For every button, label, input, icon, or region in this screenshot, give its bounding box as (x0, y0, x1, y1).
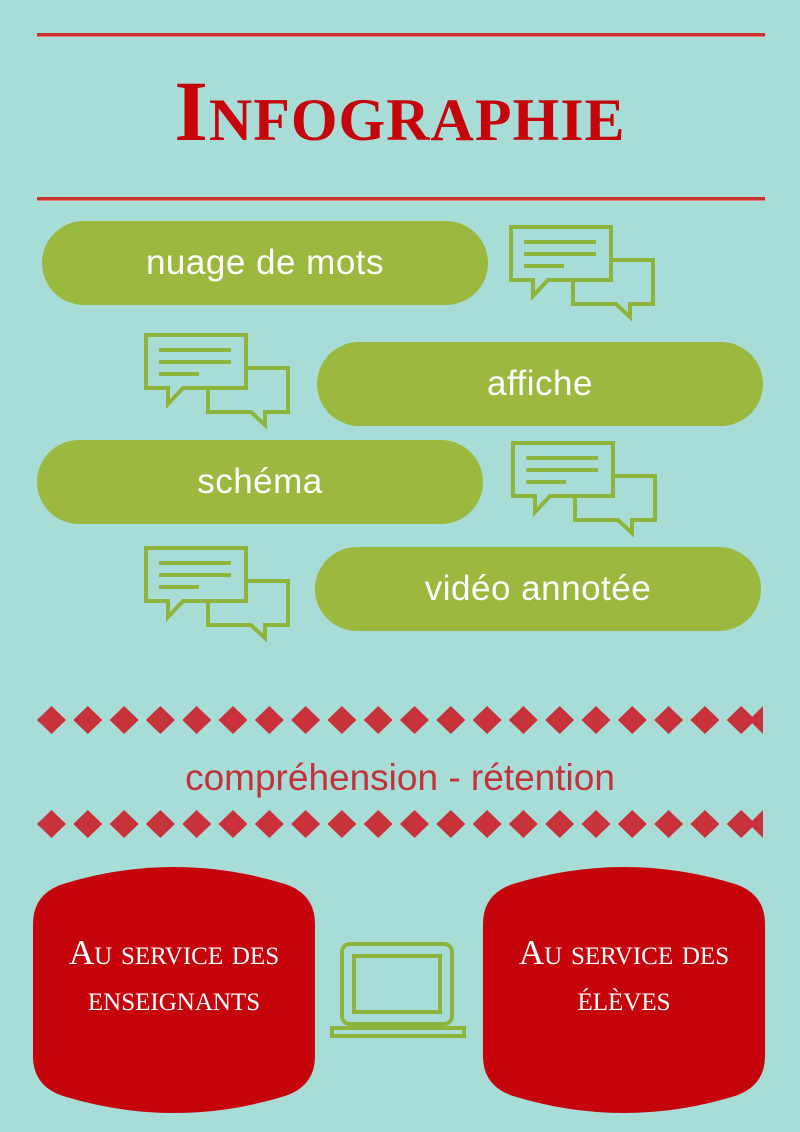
pill-item-2-label: affiche (487, 364, 593, 403)
top-rule (37, 33, 765, 36)
diamond-shape (37, 706, 66, 734)
diamond-shape (73, 706, 103, 734)
page-title: Infographie (174, 63, 626, 159)
diamond-shape (182, 810, 212, 838)
diamond-shape (617, 706, 647, 734)
title-underline-rule (37, 197, 765, 200)
badge-teachers-line2: enseignants (87, 979, 261, 1018)
diamond-shape (545, 810, 575, 838)
diamond-shape (581, 810, 611, 838)
diamond-shape (654, 810, 684, 838)
diamond-shape (254, 706, 284, 734)
speech-bubbles-icon (508, 224, 658, 324)
diamond-shape (291, 706, 321, 734)
badge-students-line1: Au service des (518, 933, 730, 972)
badge-students: Au service des élèves (483, 862, 765, 1118)
diamond-shape (37, 810, 66, 838)
speech-bubbles-icon (510, 440, 660, 540)
speech-bubbles-icon (143, 545, 293, 645)
diamond-shape (508, 706, 538, 734)
diamond-shape (436, 810, 466, 838)
diamond-shape (436, 706, 466, 734)
pill-item-1-label: nuage de mots (145, 243, 385, 282)
diamond-shape (690, 706, 720, 734)
diamond-shape (363, 810, 393, 838)
diamond-shape (145, 706, 175, 734)
diamond-shape (109, 810, 139, 838)
diamond-shape (508, 810, 538, 838)
badge-teachers-line1: Au service des (68, 933, 280, 972)
diamond-border-top (37, 705, 763, 735)
diamond-shape (472, 810, 502, 838)
diamond-shape (400, 706, 429, 734)
diamond-shape (545, 706, 575, 734)
subtitle: compréhension - rétention (185, 757, 615, 798)
speech-bubbles-icon (143, 332, 293, 432)
diamond-shape (182, 706, 212, 734)
diamond-shape (327, 810, 357, 838)
diamond-shape (581, 706, 611, 734)
diamond-shape (400, 810, 429, 838)
laptop-icon (330, 940, 466, 1045)
diamond-shape (726, 810, 756, 838)
diamond-border-bottom (37, 809, 763, 839)
diamond-shape (218, 810, 248, 838)
diamond-shape (73, 810, 103, 838)
pill-item-4-label: vidéo annotée (424, 569, 652, 608)
diamond-shape (726, 706, 756, 734)
pill-item-4: vidéo annotée (315, 547, 761, 631)
diamond-shape (654, 706, 684, 734)
diamond-shape (327, 706, 357, 734)
diamond-half-shape (749, 810, 763, 838)
badge-teachers: Au service des enseignants (33, 862, 315, 1118)
pill-item-3: schéma (37, 440, 483, 524)
diamond-shape (145, 810, 175, 838)
diamond-shape (617, 810, 647, 838)
diamond-shape (218, 706, 248, 734)
diamond-shape (690, 810, 720, 838)
pill-item-2: affiche (317, 342, 763, 426)
pill-item-1: nuage de mots (42, 221, 488, 305)
diamond-half-shape (749, 706, 763, 734)
diamond-shape (109, 706, 139, 734)
diamond-shape (363, 706, 393, 734)
pill-item-3-label: schéma (197, 462, 323, 501)
badge-students-line2: élèves (577, 979, 671, 1018)
diamond-shape (291, 810, 321, 838)
diamond-shape (254, 810, 284, 838)
badge-teachers-text: Au service des enseignants (33, 930, 315, 1022)
diamond-shape (472, 706, 502, 734)
badge-students-text: Au service des élèves (483, 930, 765, 1022)
